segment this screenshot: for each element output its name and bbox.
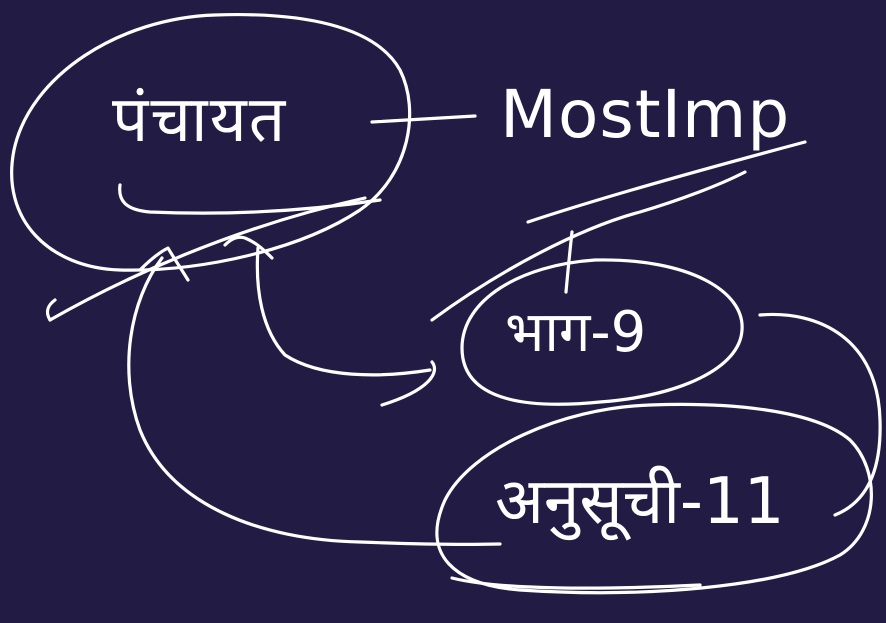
diagonal-slash-right [430, 170, 747, 322]
connector-dash [370, 114, 477, 124]
right-arc [758, 312, 882, 517]
most-imp-label: MostImp [500, 76, 791, 153]
mostimp-underline [526, 140, 807, 224]
arrow-hook-bhag [380, 360, 437, 407]
arrow-head-left [138, 246, 190, 282]
diagonal-slash-left [48, 196, 367, 322]
panchayat-label: पंचायत [112, 83, 288, 157]
bhag-circle [460, 258, 744, 406]
arrow-head-right [223, 235, 274, 260]
bottom-swoosh [450, 576, 702, 590]
anusuchi-label: अनुसूची-11 [495, 465, 785, 539]
anusuchi-circle [435, 402, 873, 595]
panchayat-underline [118, 183, 382, 215]
panchayat-circle [10, 13, 412, 272]
diagonal-slash-tick [45, 298, 57, 322]
vertical-tick [564, 230, 574, 294]
bhag-label: भाग-9 [505, 300, 647, 365]
arrow-curve-to-anusuchi [127, 256, 502, 546]
arrow-curve-to-bhag [255, 246, 432, 377]
